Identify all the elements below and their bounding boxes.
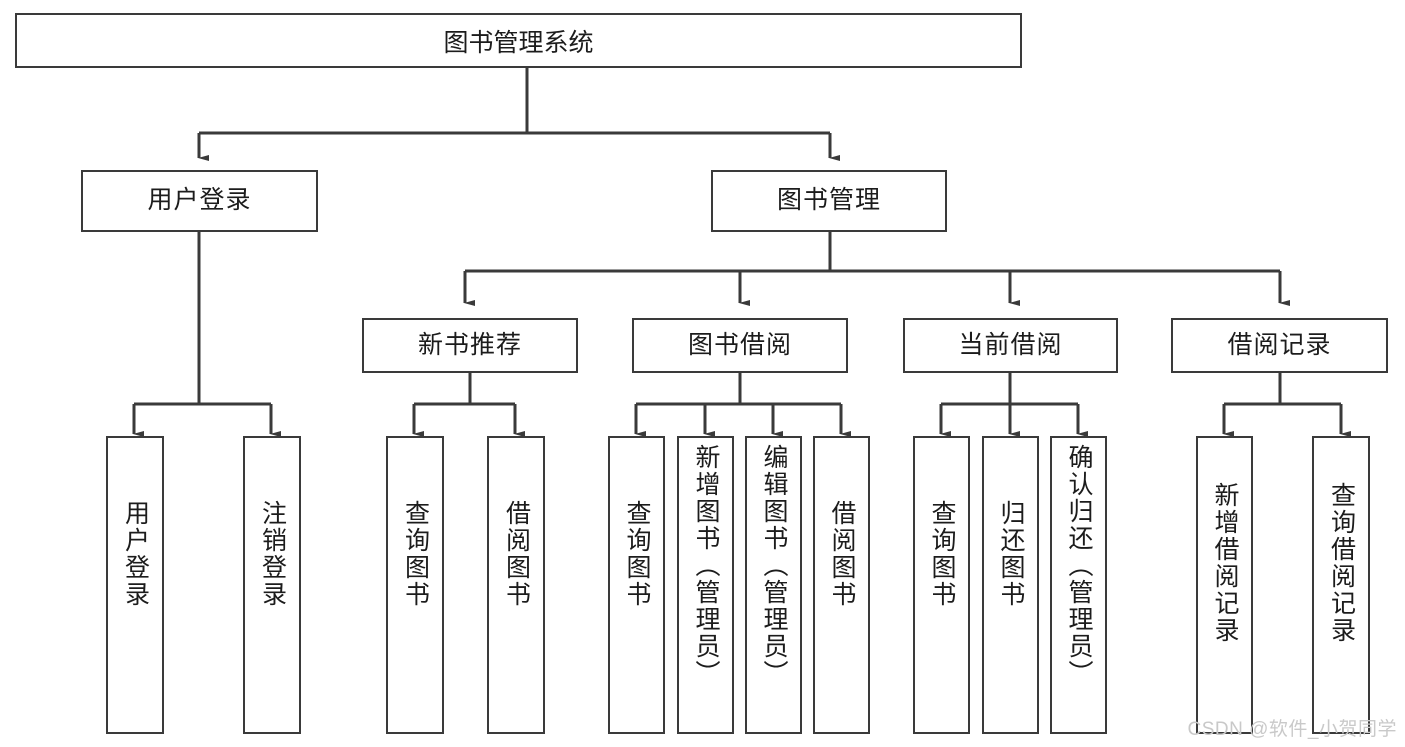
node-borrow-record[interactable]: 借阅记录 <box>1171 318 1388 373</box>
leaf-query-borrow-record[interactable]: 查询借阅记录 <box>1312 436 1370 734</box>
leaf-label: 注销登录 <box>258 500 287 608</box>
node-label: 图书管理 <box>776 186 881 215</box>
leaf-label: 借阅图书 <box>502 500 531 608</box>
node-current-borrow[interactable]: 当前借阅 <box>903 318 1118 373</box>
leaf-confirm-return-admin[interactable]: 确认归还（管理员） <box>1050 436 1107 734</box>
leaf-borrow-book[interactable]: 借阅图书 <box>813 436 870 734</box>
leaf-user-logout[interactable]: 注销登录 <box>243 436 301 734</box>
leaf-label: 借阅图书 <box>828 500 856 608</box>
leaf-label: 查询图书 <box>401 500 430 608</box>
node-label: 借阅记录 <box>1227 330 1332 359</box>
node-label: 图书管理系统 <box>443 28 594 57</box>
node-book-borrow[interactable]: 图书借阅 <box>632 318 848 373</box>
leaf-label: 用户登录 <box>121 500 150 608</box>
leaf-return-book[interactable]: 归还图书 <box>982 436 1039 734</box>
leaf-label: 新增借阅记录 <box>1211 482 1239 644</box>
node-label: 当前借阅 <box>958 330 1063 359</box>
leaf-borrow-book-newbook[interactable]: 借阅图书 <box>487 436 545 734</box>
node-user-login[interactable]: 用户登录 <box>81 170 318 232</box>
node-new-book-recommend[interactable]: 新书推荐 <box>362 318 578 373</box>
leaf-edit-book-admin[interactable]: 编辑图书（管理员） <box>745 436 802 734</box>
node-label: 新书推荐 <box>417 330 522 359</box>
leaf-label: 查询图书 <box>928 500 956 608</box>
leaf-user-login[interactable]: 用户登录 <box>106 436 164 734</box>
watermark: CSDN @软件_小贺同学 <box>1187 719 1397 740</box>
leaf-query-book-current[interactable]: 查询图书 <box>913 436 970 734</box>
leaf-label: 编辑图书（管理员） <box>760 444 788 687</box>
leaf-label: 查询借阅记录 <box>1327 482 1356 644</box>
leaf-add-borrow-record[interactable]: 新增借阅记录 <box>1196 436 1253 734</box>
node-label: 图书借阅 <box>687 330 792 359</box>
leaf-add-book-admin[interactable]: 新增图书（管理员） <box>677 436 734 734</box>
node-book-management[interactable]: 图书管理 <box>711 170 947 232</box>
leaf-label: 新增图书（管理员） <box>692 444 720 687</box>
leaf-query-book-borrow[interactable]: 查询图书 <box>608 436 665 734</box>
node-root-system[interactable]: 图书管理系统 <box>15 13 1022 68</box>
leaf-label: 归还图书 <box>997 500 1025 608</box>
leaf-label: 查询图书 <box>623 500 651 608</box>
leaf-label: 确认归还（管理员） <box>1065 444 1093 687</box>
node-label: 用户登录 <box>147 186 252 215</box>
leaf-query-book-newbook[interactable]: 查询图书 <box>386 436 444 734</box>
